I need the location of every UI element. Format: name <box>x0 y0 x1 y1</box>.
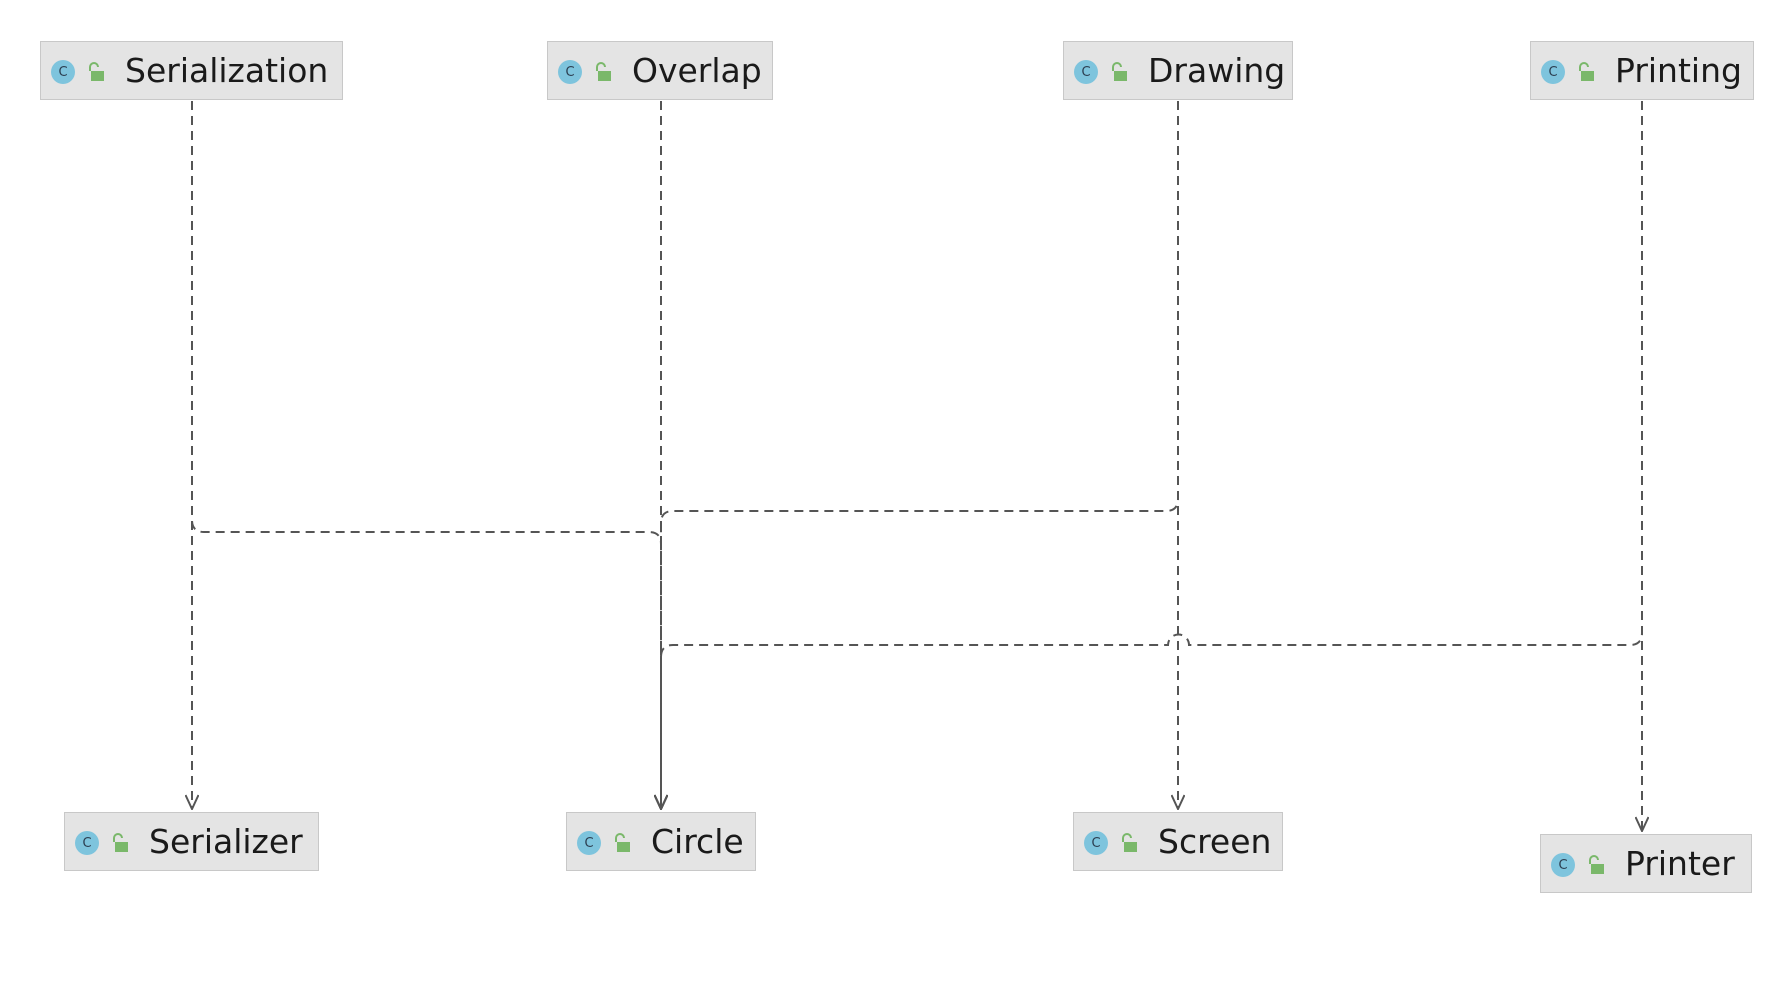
edge-printing-circle <box>661 101 1643 809</box>
class-icon: C <box>51 60 75 84</box>
class-name: Printing <box>1615 51 1742 90</box>
class-node-circle[interactable]: C Circle <box>566 812 756 871</box>
class-node-printer[interactable]: C Printer <box>1540 834 1752 893</box>
class-node-screen[interactable]: C Screen <box>1073 812 1283 871</box>
edge-serialization-circle <box>191 101 661 809</box>
class-name: Drawing <box>1148 51 1286 90</box>
open-lock-icon <box>615 833 630 852</box>
edge-drawing-circle <box>661 101 1179 809</box>
class-icon: C <box>1074 60 1098 84</box>
class-node-overlap[interactable]: C Overlap <box>547 41 773 100</box>
class-icon: C <box>577 831 601 855</box>
class-name: Screen <box>1158 822 1272 861</box>
class-name: Overlap <box>632 51 762 90</box>
open-lock-icon <box>1579 62 1594 81</box>
class-icon: C <box>75 831 99 855</box>
open-lock-icon <box>1112 62 1127 81</box>
open-lock-icon <box>113 833 128 852</box>
open-lock-icon <box>1589 855 1604 874</box>
class-name: Printer <box>1625 844 1735 883</box>
class-name: Serializer <box>149 822 303 861</box>
open-lock-icon <box>596 62 611 81</box>
class-icon: C <box>558 60 582 84</box>
class-node-printing[interactable]: C Printing <box>1530 41 1754 100</box>
class-icon: C <box>1541 60 1565 84</box>
class-node-serialization[interactable]: C Serialization <box>40 41 343 100</box>
class-icon: C <box>1551 853 1575 877</box>
open-lock-icon <box>1122 833 1137 852</box>
class-node-serializer[interactable]: C Serializer <box>64 812 319 871</box>
class-node-drawing[interactable]: C Drawing <box>1063 41 1293 100</box>
class-name: Serialization <box>125 51 329 90</box>
class-icon: C <box>1084 831 1108 855</box>
open-lock-icon <box>89 62 104 81</box>
class-name: Circle <box>651 822 744 861</box>
